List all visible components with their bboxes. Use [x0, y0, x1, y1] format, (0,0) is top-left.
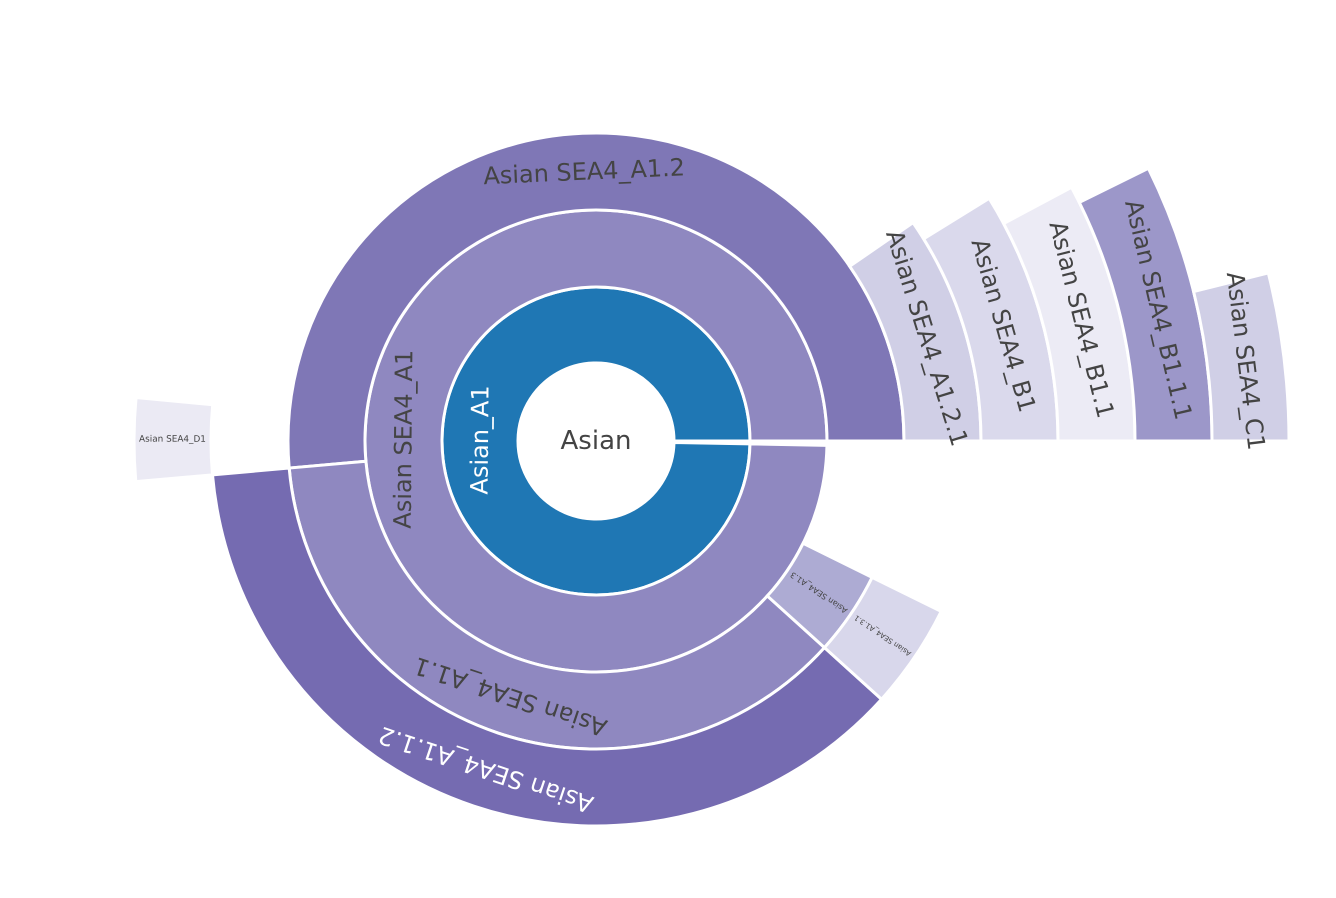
segment-asian-sea4-a1-1-2[interactable] — [210, 466, 884, 828]
segment-label-root: Asian — [561, 426, 632, 456]
segment-label-asian-sea4-d1: Asian SEA4_D1 — [139, 435, 206, 445]
segment-label-asian-sea4-a1: Asian SEA4_A1 — [389, 350, 419, 529]
segment-asian-sea4-c1[interactable] — [1191, 271, 1291, 443]
segment-asian-sea4-a1-2[interactable] — [286, 131, 906, 470]
segment-root[interactable] — [518, 363, 674, 519]
sunburst-segments — [132, 131, 1291, 828]
segment-asian-sea4-a1-3-1[interactable] — [822, 575, 944, 702]
segment-label-asian-a1: Asian_A1 — [465, 385, 494, 494]
segment-asian-sea4-d1[interactable] — [132, 395, 215, 484]
